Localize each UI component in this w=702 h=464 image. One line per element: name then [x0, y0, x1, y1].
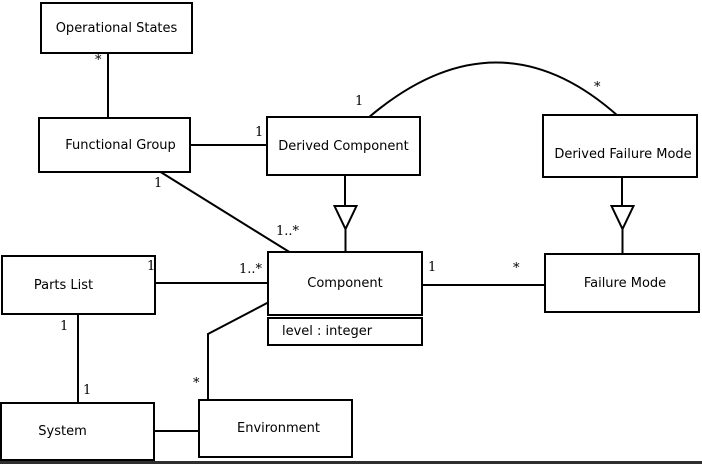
multiplicity-arc-star: * — [594, 80, 601, 95]
multiplicity-component-one-right: 1 — [428, 260, 437, 275]
class-name: Failure Mode — [583, 275, 667, 291]
class-name: Derived Component — [278, 138, 409, 154]
edge-functionalgroup-component — [158, 170, 292, 254]
class-failure-mode: Failure Mode — [544, 253, 700, 313]
class-name: Component — [307, 276, 383, 291]
multiplicity-failuremode-star: * — [513, 261, 520, 276]
generalization-derivedfailuremode-failuremode — [609, 176, 636, 255]
multiplicity-derivedcomponent-one: 1 — [255, 125, 264, 140]
multiplicity-arc-one: 1 — [355, 94, 364, 109]
multiplicity-partslist-system-top: 1 — [60, 319, 69, 334]
multiplicity-partslist-system-bottom: 1 — [83, 383, 92, 398]
edge-environment-component — [207, 301, 270, 401]
class-environment: Environment — [198, 399, 353, 458]
multiplicity-component-onemany-left: 1..* — [239, 262, 263, 277]
class-system: System — [0, 402, 155, 461]
inheritance-triangle-icon — [332, 205, 359, 232]
attribute-text: level : integer — [282, 324, 373, 339]
class-derived-failure-mode: Derived Failure Mode — [542, 114, 698, 178]
inheritance-triangle-icon — [609, 205, 636, 232]
edge-derivedcomponent-derivedfailuremode-arc — [367, 61, 619, 119]
generalization-derivedcomponent-component — [332, 175, 359, 253]
class-component-attributes: level : integer — [267, 317, 423, 346]
bottom-window-edge — [0, 461, 702, 464]
class-component: Component — [267, 251, 423, 316]
multiplicity-functionalgroup-one: 1 — [154, 176, 163, 191]
multiplicity-environment-star: * — [193, 376, 200, 391]
class-name: Operational States — [55, 20, 178, 36]
class-name: Environment — [236, 421, 320, 436]
multiplicity-partslist-one: 1 — [147, 259, 156, 274]
multiplicity-operationalstates-star: * — [95, 53, 102, 68]
class-name: Derived Failure Mode — [554, 146, 692, 162]
multiplicity-component-onemany-upper: 1..* — [276, 224, 300, 239]
class-parts-list: Parts List — [1, 255, 156, 315]
class-name: Parts List — [33, 277, 94, 293]
class-functional-group: Functional Group — [38, 117, 191, 173]
class-name: Functional Group — [65, 137, 176, 153]
class-name: System — [38, 424, 87, 439]
class-derived-component: Derived Component — [266, 116, 421, 176]
class-operational-states: Operational States — [40, 2, 193, 54]
